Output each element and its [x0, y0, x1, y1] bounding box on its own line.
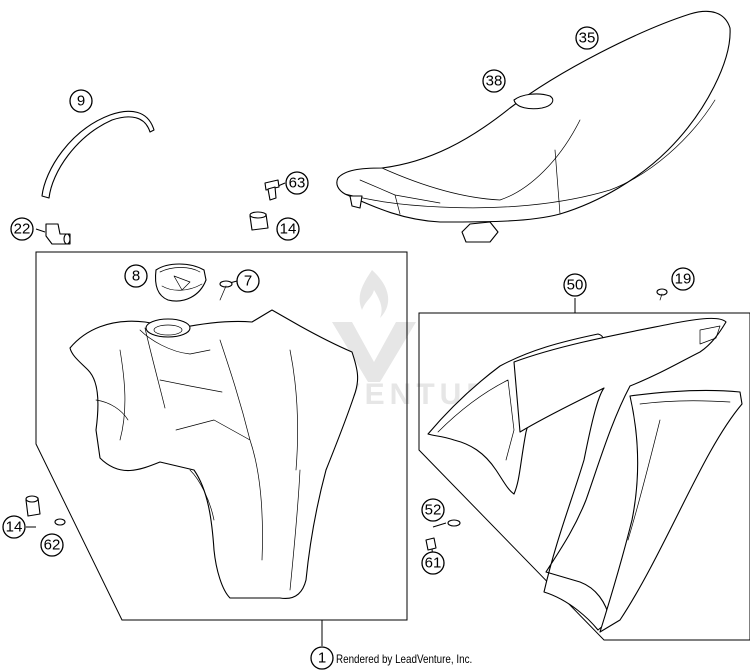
- callout-63: 63: [285, 171, 309, 195]
- callout-62: 62: [40, 533, 64, 557]
- svg-text:61: 61: [425, 555, 442, 572]
- shroud-right-panel: [599, 389, 743, 633]
- seat-seam-line: [381, 119, 581, 201]
- seat-bolt[interactable]: [264, 179, 280, 201]
- shroud-bolt[interactable]: [425, 537, 437, 551]
- callout-22: 22: [10, 217, 34, 241]
- cap-screw[interactable]: [219, 280, 233, 301]
- callout-61: 61: [421, 551, 445, 575]
- callout-1: 1: [310, 646, 334, 670]
- callout-14-seat: 14: [276, 217, 300, 241]
- seat-patch[interactable]: [513, 93, 554, 110]
- render-credit: Rendered by LeadVenture, Inc.: [336, 652, 473, 666]
- svg-text:50: 50: [567, 277, 584, 294]
- callout-8: 8: [124, 264, 148, 288]
- svg-text:52: 52: [425, 502, 442, 519]
- watermark-flame-icon: [359, 270, 389, 318]
- callout-35: 35: [575, 26, 599, 50]
- svg-text:19: 19: [675, 271, 692, 288]
- watermark-v-icon: [332, 322, 416, 382]
- callout-7: 7: [236, 269, 260, 293]
- svg-text:1: 1: [318, 650, 326, 667]
- seat-rib-line: [359, 149, 561, 215]
- svg-text:14: 14: [6, 519, 23, 536]
- shroud-group-frame: [418, 312, 750, 641]
- svg-text:38: 38: [486, 73, 503, 90]
- shroud-washer[interactable]: [447, 519, 461, 527]
- svg-text:9: 9: [77, 93, 85, 110]
- fuel-tank-group-frame: [35, 251, 408, 621]
- svg-text:22: 22: [14, 221, 31, 238]
- callout-52: 52: [421, 498, 445, 522]
- shroud-screw[interactable]: [656, 288, 668, 301]
- fuel-tank-filler-opening: [153, 324, 183, 336]
- seat-bushing[interactable]: [249, 211, 269, 231]
- callout-14-tank: 14: [2, 515, 26, 539]
- fuel-tank-filler-neck: [145, 318, 191, 338]
- fuel-tank[interactable]: [69, 309, 359, 600]
- seat-pan-edge: [344, 99, 716, 209]
- shroud-right: [513, 317, 727, 631]
- callout-9: 9: [69, 89, 93, 113]
- seat-body: [336, 10, 731, 223]
- seat-rear-hook: [349, 195, 363, 209]
- svg-text:63: 63: [289, 175, 306, 192]
- seat[interactable]: [336, 10, 731, 243]
- svg-text:14: 14: [280, 221, 297, 238]
- fuel-tank-body: [69, 309, 359, 600]
- seat-front-tab: [461, 221, 499, 243]
- svg-text:35: 35: [579, 30, 596, 47]
- callout-38: 38: [482, 69, 506, 93]
- callout-19: 19: [671, 267, 695, 291]
- fuel-cap[interactable]: [154, 263, 207, 302]
- svg-text:8: 8: [132, 268, 140, 285]
- vent-hose[interactable]: [41, 110, 155, 199]
- hose-elbow[interactable]: [45, 223, 71, 245]
- callout-50: 50: [563, 273, 587, 297]
- tank-bushing[interactable]: [25, 495, 41, 517]
- svg-text:7: 7: [244, 273, 252, 290]
- fuel-tank-detail: [95, 327, 301, 591]
- radiator-shrouds[interactable]: [427, 317, 743, 633]
- svg-text:62: 62: [44, 537, 61, 554]
- tank-bolt[interactable]: [54, 518, 66, 526]
